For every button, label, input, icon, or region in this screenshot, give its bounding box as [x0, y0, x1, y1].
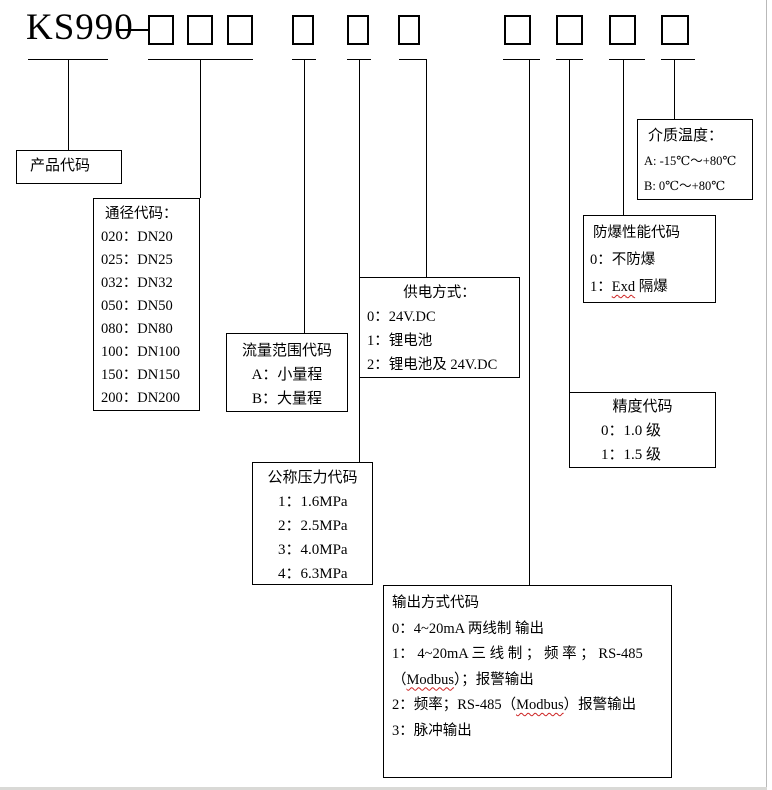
flow-range-item: A：小量程	[251, 367, 323, 383]
title-dash-line	[119, 29, 148, 31]
pressure-item: 1：1.6MPa	[278, 494, 348, 510]
diameter-code-box: 通径代码： 020：DN20 025：DN25 032：DN32 050：DN5…	[93, 198, 200, 411]
power-supply-item: 1：锂电池	[367, 333, 433, 349]
power-supply-title: 供电方式：	[403, 285, 476, 301]
flow-range-item: B：大量程	[251, 391, 322, 407]
connector-product	[68, 59, 69, 150]
connector-flow-range	[304, 59, 305, 333]
pressure-item: 4：6.3MPa	[278, 566, 348, 582]
connector-pressure	[359, 59, 360, 462]
diameter-item: 150：DN150	[101, 367, 180, 383]
diameter-item: 050：DN50	[101, 298, 173, 314]
connector-explosion	[623, 59, 624, 215]
diameter-title: 通径代码：	[105, 206, 178, 222]
connector-power	[426, 59, 427, 277]
modbus-spellcheck: Modbus	[516, 697, 564, 713]
power-supply-item: 0：24V.DC	[367, 309, 436, 325]
diameter-item: 200：DN200	[101, 390, 180, 406]
output-item-1-line-a: 1： 4~20mA 三 线 制 ； 频 率 ； RS-485	[392, 646, 643, 662]
power-supply-item: 2：锂电池及 24V.DC	[367, 357, 498, 373]
output-item-1-line-b: （Modbus）；报警输出	[392, 671, 534, 688]
explosion-proof-box: 防爆性能代码 0：不防爆 1：Exd 隔爆	[583, 215, 716, 303]
accuracy-code-box: 精度代码 0：1.0 级 1：1.5 级	[569, 392, 716, 468]
page-edge-right	[766, 0, 767, 790]
output-item-2: 2：频率；RS-485（Modbus）报警输出	[392, 697, 637, 713]
diameter-item: 020：DN20	[101, 229, 173, 245]
connector-output	[529, 59, 530, 585]
output-title: 输出方式代码	[392, 595, 479, 611]
code-square-2	[187, 15, 213, 45]
pressure-code-box: 公称压力代码 1：1.6MPa 2：2.5MPa 3：4.0MPa 4：6.3M…	[252, 462, 373, 585]
diameter-item: 032：DN32	[101, 275, 173, 291]
explosion-item-1: 1：Exd 隔爆	[590, 279, 668, 295]
tick-explosion	[609, 59, 645, 60]
model-name: KS990	[26, 7, 134, 48]
tick-medium	[661, 59, 695, 60]
output-mode-box: 输出方式代码 0：4~20mA 两线制 输出 1： 4~20mA 三 线 制 ；…	[383, 585, 672, 778]
accuracy-item: 1：1.5 级	[601, 447, 662, 463]
diameter-item: 025：DN25	[101, 252, 173, 268]
pressure-item: 2：2.5MPa	[278, 518, 348, 534]
output-item-3: 3：脉冲输出	[392, 722, 472, 739]
tick-output	[503, 59, 540, 60]
medium-temp-item: A: -15℃～+80℃	[644, 154, 737, 168]
code-square-10	[661, 15, 689, 45]
power-supply-box: 供电方式： 0：24V.DC 1：锂电池 2：锂电池及 24V.DC	[359, 277, 520, 378]
code-square-3	[227, 15, 253, 45]
code-square-1	[148, 15, 174, 45]
modbus-spellcheck: Modbus	[406, 671, 455, 688]
connector-medium	[674, 59, 675, 119]
code-square-6	[398, 15, 420, 45]
flow-range-title: 流量范围代码	[241, 343, 332, 359]
connector-accuracy	[569, 59, 570, 392]
connector-diameter	[200, 59, 201, 198]
accuracy-item: 0：1.0 级	[601, 423, 662, 439]
product-code-box: 产品代码	[16, 150, 122, 184]
diameter-item: 100：DN100	[101, 344, 180, 360]
page-edge-bottom	[0, 787, 767, 790]
pressure-item: 3：4.0MPa	[278, 542, 348, 558]
medium-temp-title: 介质温度：	[648, 128, 724, 144]
code-square-8	[556, 15, 583, 45]
code-square-9	[609, 15, 636, 45]
pressure-title: 公称压力代码	[267, 470, 358, 486]
explosion-item-0: 0：不防爆	[590, 252, 656, 268]
exd-spellcheck: Exd	[611, 279, 636, 295]
diameter-item: 080：DN80	[101, 321, 173, 337]
tick-power	[399, 59, 427, 60]
medium-temp-item: B: 0℃～+80℃	[644, 179, 726, 193]
code-square-5	[347, 15, 369, 45]
medium-temperature-box: 介质温度： A: -15℃～+80℃ B: 0℃～+80℃	[637, 119, 753, 200]
product-code-label: 产品代码	[30, 158, 91, 174]
output-item-0: 0：4~20mA 两线制 输出	[392, 620, 545, 637]
code-square-7	[504, 15, 531, 45]
accuracy-title: 精度代码	[612, 399, 673, 415]
explosion-title: 防爆性能代码	[593, 225, 680, 241]
code-square-4	[292, 15, 314, 45]
flow-range-code-box: 流量范围代码 A：小量程 B：大量程	[226, 333, 348, 412]
